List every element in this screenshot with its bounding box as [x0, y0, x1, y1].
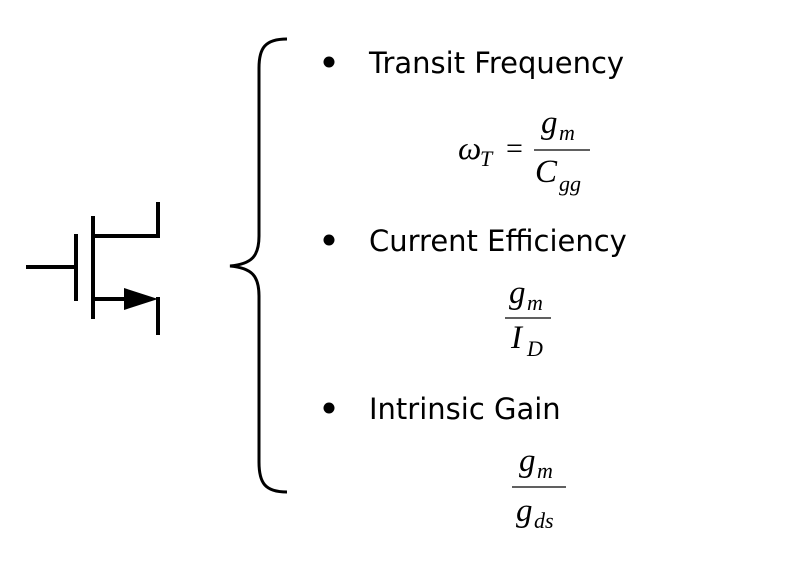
- metric-label: Current Efficiency: [369, 224, 627, 258]
- metric-current-efficiency: Current Efficiency g m I D: [323, 224, 627, 361]
- denominator-symbol: C: [535, 154, 558, 190]
- numerator-symbol: g: [519, 443, 536, 479]
- metric-transit-frequency: Transit Frequency ω T = g m C gg: [323, 46, 624, 196]
- denominator-subscript: gg: [559, 171, 581, 196]
- curly-brace-icon: [229, 37, 288, 494]
- bullet-dot: [323, 234, 335, 246]
- numerator-symbol: g: [509, 275, 526, 311]
- denominator-symbol: g: [516, 493, 533, 529]
- intrinsic-gain-formula: g m g ds: [512, 443, 566, 533]
- mosfet-symbol-icon: [26, 202, 160, 335]
- metric-label: Intrinsic Gain: [369, 392, 561, 426]
- denominator-subscript: D: [526, 336, 543, 361]
- transit-frequency-formula: ω T = g m C gg: [458, 105, 590, 196]
- source-arrow-icon: [124, 288, 158, 310]
- metric-label: Transit Frequency: [368, 46, 624, 80]
- bullet-dot: [323, 402, 335, 414]
- equals-sign: =: [506, 132, 523, 165]
- numerator-symbol: g: [541, 105, 558, 141]
- numerator-subscript: m: [527, 290, 543, 315]
- denominator-symbol: I: [510, 320, 524, 356]
- metric-intrinsic-gain: Intrinsic Gain g m g ds: [323, 392, 566, 533]
- bullet-dot: [323, 56, 335, 68]
- numerator-subscript: m: [537, 458, 553, 483]
- denominator-subscript: ds: [534, 508, 554, 533]
- current-efficiency-formula: g m I D: [505, 275, 551, 361]
- numerator-subscript: m: [559, 120, 575, 145]
- omega-subscript: T: [480, 146, 494, 171]
- omega-symbol: ω: [458, 131, 481, 167]
